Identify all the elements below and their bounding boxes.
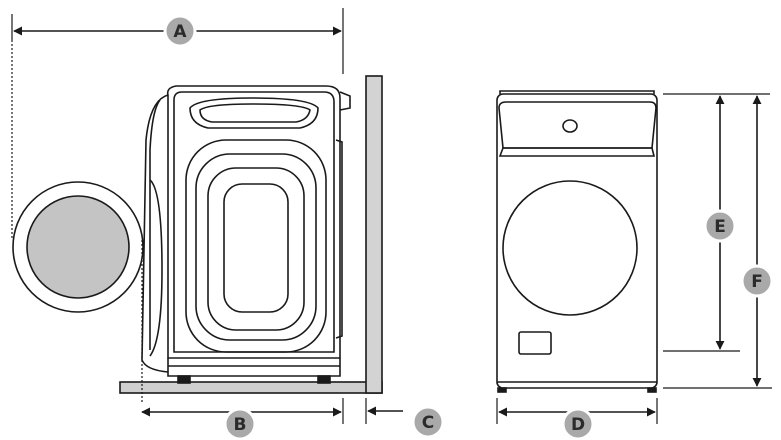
cabinet-base [167, 358, 341, 377]
door-edge [149, 179, 163, 357]
label-d: D [571, 415, 585, 435]
rear-hose-outlet [339, 91, 351, 111]
rear-panel-detail [335, 139, 343, 339]
rear-foot [317, 375, 331, 384]
front-top-edge [499, 90, 655, 94]
open-door-glass [26, 195, 130, 299]
label-e: E [714, 217, 726, 237]
front-control-panel [498, 101, 657, 149]
label-a: A [173, 22, 187, 42]
control-panel-outer [189, 97, 319, 129]
filter-panel [518, 331, 552, 355]
label-b: B [234, 415, 247, 435]
label-a-badge: A [163, 14, 197, 48]
wall [365, 75, 383, 394]
door-window [223, 183, 289, 313]
label-d-badge: D [561, 407, 595, 440]
front-door [502, 180, 638, 316]
front-bevel-inner [149, 99, 161, 350]
front-left-foot [497, 387, 507, 393]
door-frame-outer [185, 139, 327, 353]
door-frame-mid [195, 153, 317, 341]
cabinet-inner-outline [173, 91, 335, 353]
label-f-badge: F [740, 264, 774, 298]
label-e-badge: E [703, 209, 737, 243]
side-view [11, 8, 383, 404]
cabinet-outline [166, 85, 341, 359]
label-c: C [422, 413, 434, 433]
label-b-badge: B [223, 407, 257, 440]
front-cabinet [496, 93, 658, 389]
front-bevel [141, 94, 169, 373]
control-dial-icon [562, 119, 578, 133]
control-panel-inner [199, 103, 311, 123]
front-control-panel-lower [498, 147, 656, 157]
floor [119, 381, 383, 394]
front-foot [177, 375, 191, 384]
front-right-foot [647, 387, 657, 393]
front-view [496, 90, 658, 393]
label-c-badge: C [411, 405, 445, 439]
door-frame-inner [207, 167, 305, 331]
label-f: F [751, 272, 763, 292]
